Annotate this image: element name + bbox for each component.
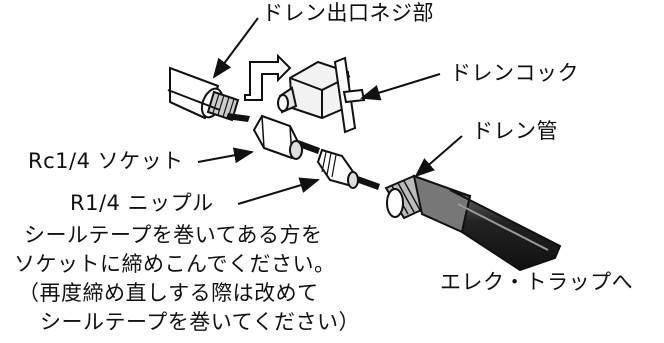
drain-hose bbox=[384, 174, 562, 272]
rc-socket bbox=[252, 114, 303, 160]
label-r-nipple: R1/4 ニップル bbox=[70, 191, 214, 215]
label-drain-pipe: ドレン管 bbox=[472, 119, 558, 143]
instruction-text: シールテープを巻いてある方を ソケットに締めこんでください。 （再度締め直しする… bbox=[14, 221, 360, 337]
leader-lines bbox=[197, 17, 463, 205]
label-drain-outlet-thread: ドレン出口ネジ部 bbox=[262, 1, 434, 25]
label-to-trap: エレク・トラップへ bbox=[440, 270, 634, 294]
replace-arrow bbox=[244, 53, 292, 101]
label-drain-cock: ドレンコック bbox=[450, 61, 579, 85]
assembly-arrows bbox=[226, 113, 380, 190]
instruction-line: シールテープを巻いてください） bbox=[40, 310, 360, 334]
instruction-line: （再度締め直しする際は改めて bbox=[18, 281, 319, 305]
instruction-line: シールテープを巻いてある方を bbox=[24, 223, 323, 247]
drain-outlet-lower bbox=[167, 89, 221, 111]
instruction-line: ソケットに締めこんでください。 bbox=[14, 252, 336, 276]
drain-cock bbox=[277, 56, 366, 134]
r-nipple bbox=[316, 148, 359, 189]
label-rc-socket: Rc1/4 ソケット bbox=[28, 149, 184, 173]
